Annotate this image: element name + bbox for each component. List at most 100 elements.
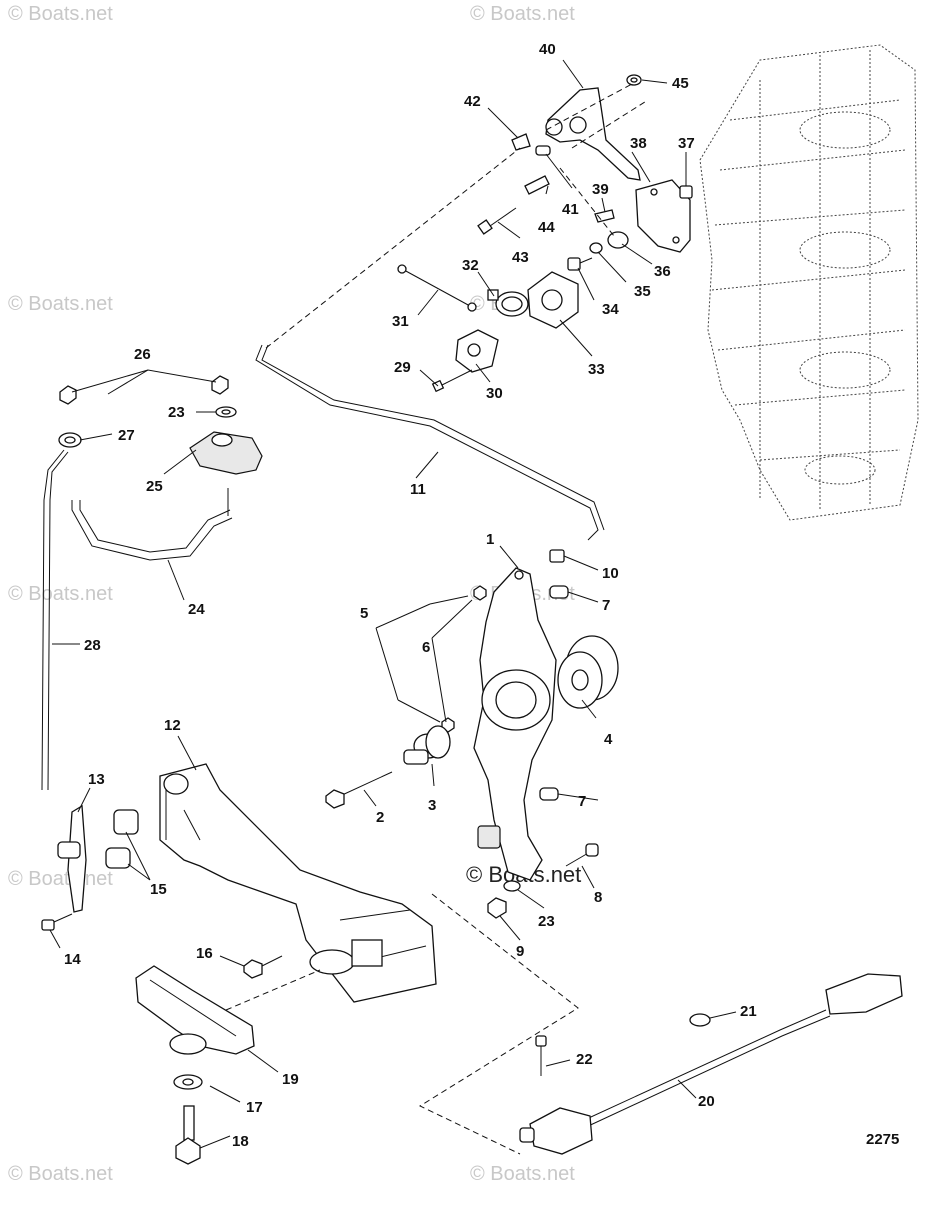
callout-11: 11: [410, 481, 426, 498]
callout-24: 24: [188, 601, 205, 618]
callout-23: 23: [168, 404, 185, 421]
callout-7: 7: [602, 597, 610, 614]
callout-32: 32: [462, 257, 479, 274]
part-12-bracket: [159, 763, 437, 1003]
callout-30: 30: [486, 385, 503, 402]
part-9-nut: [487, 897, 507, 919]
part-27-bushing: [58, 432, 82, 448]
callout-labels: 40 45 42 37 38 39 41 44 43 36 32 35 34 3…: [64, 41, 899, 1150]
callout-14: 14: [64, 951, 81, 968]
part-36-gear: [607, 231, 629, 249]
part-45-washer: [626, 74, 642, 86]
part-16-screw: [243, 955, 283, 979]
part-15-bushings: [105, 809, 139, 869]
part-10-screw: [549, 549, 565, 563]
part-18-bolt: [175, 1105, 201, 1165]
part-44-sleeve: [524, 175, 550, 195]
callout-15: 15: [150, 881, 167, 898]
part-24-lever: [71, 488, 233, 561]
part-7-bushing: [539, 787, 559, 801]
part-2-bolt: [325, 771, 393, 809]
callout-45: 45: [672, 75, 689, 92]
callout-18: 18: [232, 1133, 249, 1150]
watermark: © Boats.net: [8, 1163, 113, 1185]
part-38-plate: [635, 179, 691, 253]
callout-13: 13: [88, 771, 105, 788]
callout-21: 21: [740, 1003, 757, 1020]
callout-31: 31: [392, 313, 409, 330]
part-13-plate: [57, 804, 87, 913]
part-31-link-rod: [397, 264, 477, 312]
callout-4: 4: [604, 731, 613, 748]
part-21-clip: [689, 1013, 711, 1027]
callout-10: 10: [602, 565, 619, 582]
part-6-nuts: [441, 585, 487, 733]
callout-37: 37: [678, 135, 695, 152]
part-20-switch: [519, 973, 903, 1155]
callout-20: 20: [698, 1093, 715, 1110]
callout-12: 12: [164, 717, 181, 734]
part-23-washer: [503, 880, 521, 892]
callout-27: 27: [118, 427, 135, 444]
callout-43: 43: [512, 249, 529, 266]
callout-1: 1: [486, 531, 494, 548]
callout-2: 2: [376, 809, 384, 826]
callout-23-b: 23: [538, 913, 555, 930]
callout-16: 16: [196, 945, 213, 962]
callout-41: 41: [562, 201, 579, 218]
part-43-screw: [477, 207, 517, 235]
part-3-pivot: [403, 725, 451, 765]
part-5-screws: [397, 595, 469, 723]
callout-38: 38: [630, 135, 647, 152]
callout-34: 34: [602, 301, 619, 318]
part-28-cable: [41, 449, 69, 791]
callout-6: 6: [422, 639, 430, 656]
callout-17: 17: [246, 1099, 263, 1116]
part-17-washer: [173, 1074, 203, 1090]
callout-8: 8: [594, 889, 602, 906]
alignment-dashes: [265, 83, 649, 349]
callout-26: 26: [134, 346, 151, 363]
part-4-pulley: [557, 635, 619, 709]
part-39-clip: [594, 209, 615, 223]
callout-36: 36: [654, 263, 671, 280]
part-33-sensor: [527, 271, 579, 329]
figure-number: 2275: [866, 1131, 899, 1148]
watermark: © Boats.net: [8, 3, 113, 25]
callout-7-b: 7: [578, 793, 586, 810]
part-19-cover: [135, 965, 255, 1055]
leader-lines: [49, 59, 737, 1149]
part-35-washer: [589, 242, 603, 254]
engine-block: [699, 44, 919, 521]
part-37-screw: [679, 185, 693, 199]
watermark: © Boats.net: [8, 293, 113, 315]
part-8-screw: [565, 843, 599, 867]
callout-33: 33: [588, 361, 605, 378]
callout-9: 9: [516, 943, 524, 960]
callout-29: 29: [394, 359, 411, 376]
part-29-screw: [431, 369, 473, 393]
callout-44: 44: [538, 219, 555, 236]
part-34-screw: [567, 257, 593, 271]
lower-alignment-dashes: [225, 893, 579, 1155]
watermark: © Boats.net: [470, 3, 575, 25]
callout-39: 39: [592, 181, 609, 198]
callout-42: 42: [464, 93, 481, 110]
callout-25: 25: [146, 478, 163, 495]
callout-22: 22: [576, 1051, 593, 1068]
part-42-clip: [511, 133, 531, 151]
part-1-arm: [473, 567, 557, 881]
part-25-block: [189, 431, 263, 475]
part-41-pin: [535, 145, 551, 156]
part-40-bracket: [545, 87, 641, 181]
callout-3: 3: [428, 797, 436, 814]
watermark: © Boats.net: [8, 868, 113, 890]
callout-19: 19: [282, 1071, 299, 1088]
watermark: © Boats.net: [470, 1163, 575, 1185]
callout-28: 28: [84, 637, 101, 654]
part-23-washer: [215, 406, 237, 418]
callout-35: 35: [634, 283, 651, 300]
callout-40: 40: [539, 41, 556, 58]
